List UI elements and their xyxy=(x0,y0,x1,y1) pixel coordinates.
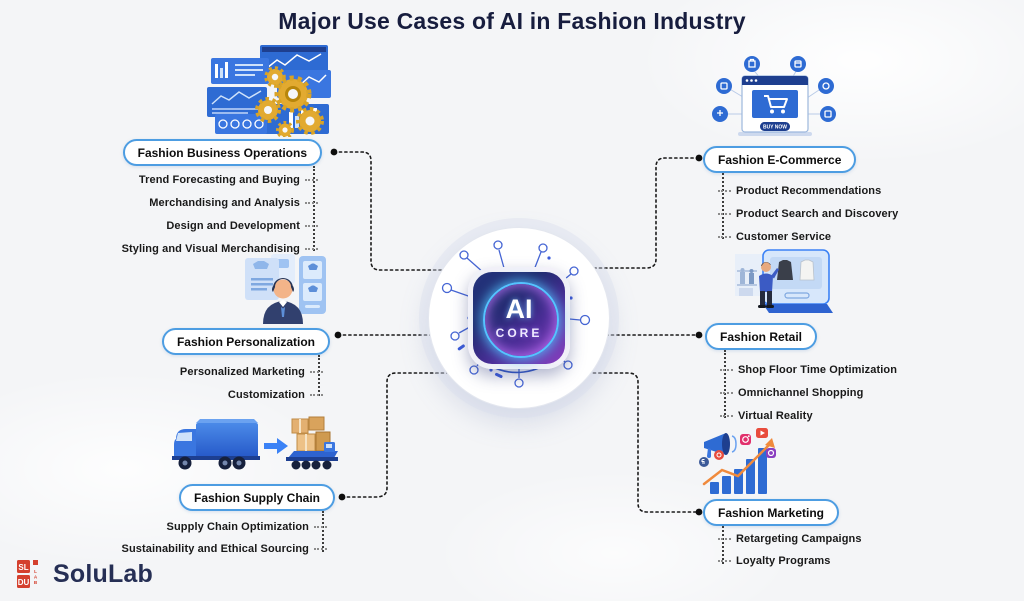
dotted-leader xyxy=(720,368,733,371)
dotted-leader xyxy=(718,189,731,192)
ai-core-chip: AI CORE xyxy=(468,267,570,369)
section-label-fashion-supply-chain: Fashion Supply Chain xyxy=(178,484,335,511)
chip-glow-ring xyxy=(483,282,559,358)
chip-label-ai: AI xyxy=(505,294,533,324)
svg-text:B: B xyxy=(34,580,38,585)
svg-text:SL: SL xyxy=(18,563,28,572)
dotted-leader xyxy=(314,548,327,550)
svg-text:A: A xyxy=(34,575,38,580)
list-item: Product Search and Discovery xyxy=(718,202,898,225)
dotted-leader xyxy=(305,224,318,227)
section-label-text: Fashion Personalization xyxy=(176,334,315,349)
dotted-leader xyxy=(718,560,731,562)
list-item: Customization xyxy=(180,383,323,406)
list-item: Shop Floor Time Optimization xyxy=(720,358,897,381)
list-item: Retargeting Campaigns xyxy=(718,528,862,550)
circuit-traces-icon xyxy=(441,240,591,388)
item-list-fashion-supply-chain: Supply Chain Optimization Sustainability… xyxy=(122,516,327,560)
list-item: Styling and Visual Merchandising xyxy=(122,237,318,260)
section-label-text: Fashion Retail xyxy=(720,329,803,344)
list-item: Merchandising and Analysis xyxy=(122,191,318,214)
svg-text:L: L xyxy=(34,569,37,574)
list-item: Loyalty Programs xyxy=(718,550,862,572)
section-label-fashion-marketing: Fashion Marketing xyxy=(703,499,840,526)
solulab-logo: SL DU L A B SoluLab xyxy=(16,559,153,589)
item-connector-line xyxy=(722,173,724,239)
dashboards-gears-icon xyxy=(207,45,331,137)
list-item: Personalized Marketing xyxy=(180,360,323,383)
dotted-leader xyxy=(718,212,731,215)
item-connector-line xyxy=(322,511,324,552)
svg-text:DU: DU xyxy=(18,578,30,587)
dotted-leader xyxy=(305,178,318,181)
section-label-text: Fashion E-Commerce xyxy=(718,152,842,167)
item-connector-line xyxy=(724,350,726,418)
svg-text:BUY NOW: BUY NOW xyxy=(763,125,787,131)
dotted-leader xyxy=(314,526,327,528)
ai-core-hub: AI CORE xyxy=(428,227,610,409)
item-connector-line xyxy=(722,526,724,564)
solulab-logo-text: SoluLab xyxy=(53,559,154,588)
marketing-growth-icon xyxy=(699,428,776,494)
section-label-fashion-business-operations: Fashion Business Operations xyxy=(122,139,322,166)
dotted-leader xyxy=(305,247,318,250)
page-title: Major Use Cases of AI in Fashion Industr… xyxy=(278,8,746,34)
chip-label-core: CORE xyxy=(495,326,543,340)
section-label-fashion-e-commerce: Fashion E-Commerce xyxy=(703,146,857,173)
item-list-fashion-marketing: Retargeting Campaigns Loyalty Programs xyxy=(718,528,862,572)
item-connector-line xyxy=(318,355,320,396)
list-item: Customer Service xyxy=(718,225,898,248)
section-label-fashion-personalization: Fashion Personalization xyxy=(161,328,330,355)
section-label-text: Fashion Supply Chain xyxy=(193,490,320,505)
list-item: Virtual Reality xyxy=(720,404,897,427)
dotted-leader xyxy=(720,414,733,417)
list-item: Omnichannel Shopping xyxy=(720,381,897,404)
list-item: Product Recommendations xyxy=(718,179,898,202)
dotted-leader xyxy=(310,370,323,373)
item-list-fashion-retail: Shop Floor Time Optimization Omnichannel… xyxy=(720,358,897,427)
item-list-fashion-personalization: Personalized Marketing Customization xyxy=(180,360,323,406)
list-item: Supply Chain Optimization xyxy=(122,516,327,538)
section-label-fashion-retail: Fashion Retail xyxy=(705,323,818,350)
dotted-leader xyxy=(718,538,731,540)
item-connector-line xyxy=(313,166,315,251)
dotted-leader xyxy=(720,391,733,394)
online-store-icon: BUY NOW xyxy=(712,56,836,136)
list-item: Sustainability and Ethical Sourcing xyxy=(122,538,327,560)
solulab-logo-icon: SL DU L A B xyxy=(17,560,38,588)
list-item: Design and Development xyxy=(122,214,318,237)
smart-retail-screen-icon xyxy=(735,249,833,313)
dotted-leader xyxy=(718,235,731,238)
section-label-text: Fashion Business Operations xyxy=(137,145,307,160)
list-item: Trend Forecasting and Buying xyxy=(122,168,318,191)
item-list-fashion-e-commerce: Product Recommendations Product Search a… xyxy=(718,179,898,248)
logistics-trucks-icon xyxy=(172,416,338,470)
dotted-leader xyxy=(310,393,323,396)
customer-profile-icon xyxy=(245,254,326,324)
item-list-fashion-business-operations: Trend Forecasting and Buying Merchandisi… xyxy=(122,168,318,260)
section-label-text: Fashion Marketing xyxy=(718,505,825,520)
dotted-leader xyxy=(305,201,318,204)
